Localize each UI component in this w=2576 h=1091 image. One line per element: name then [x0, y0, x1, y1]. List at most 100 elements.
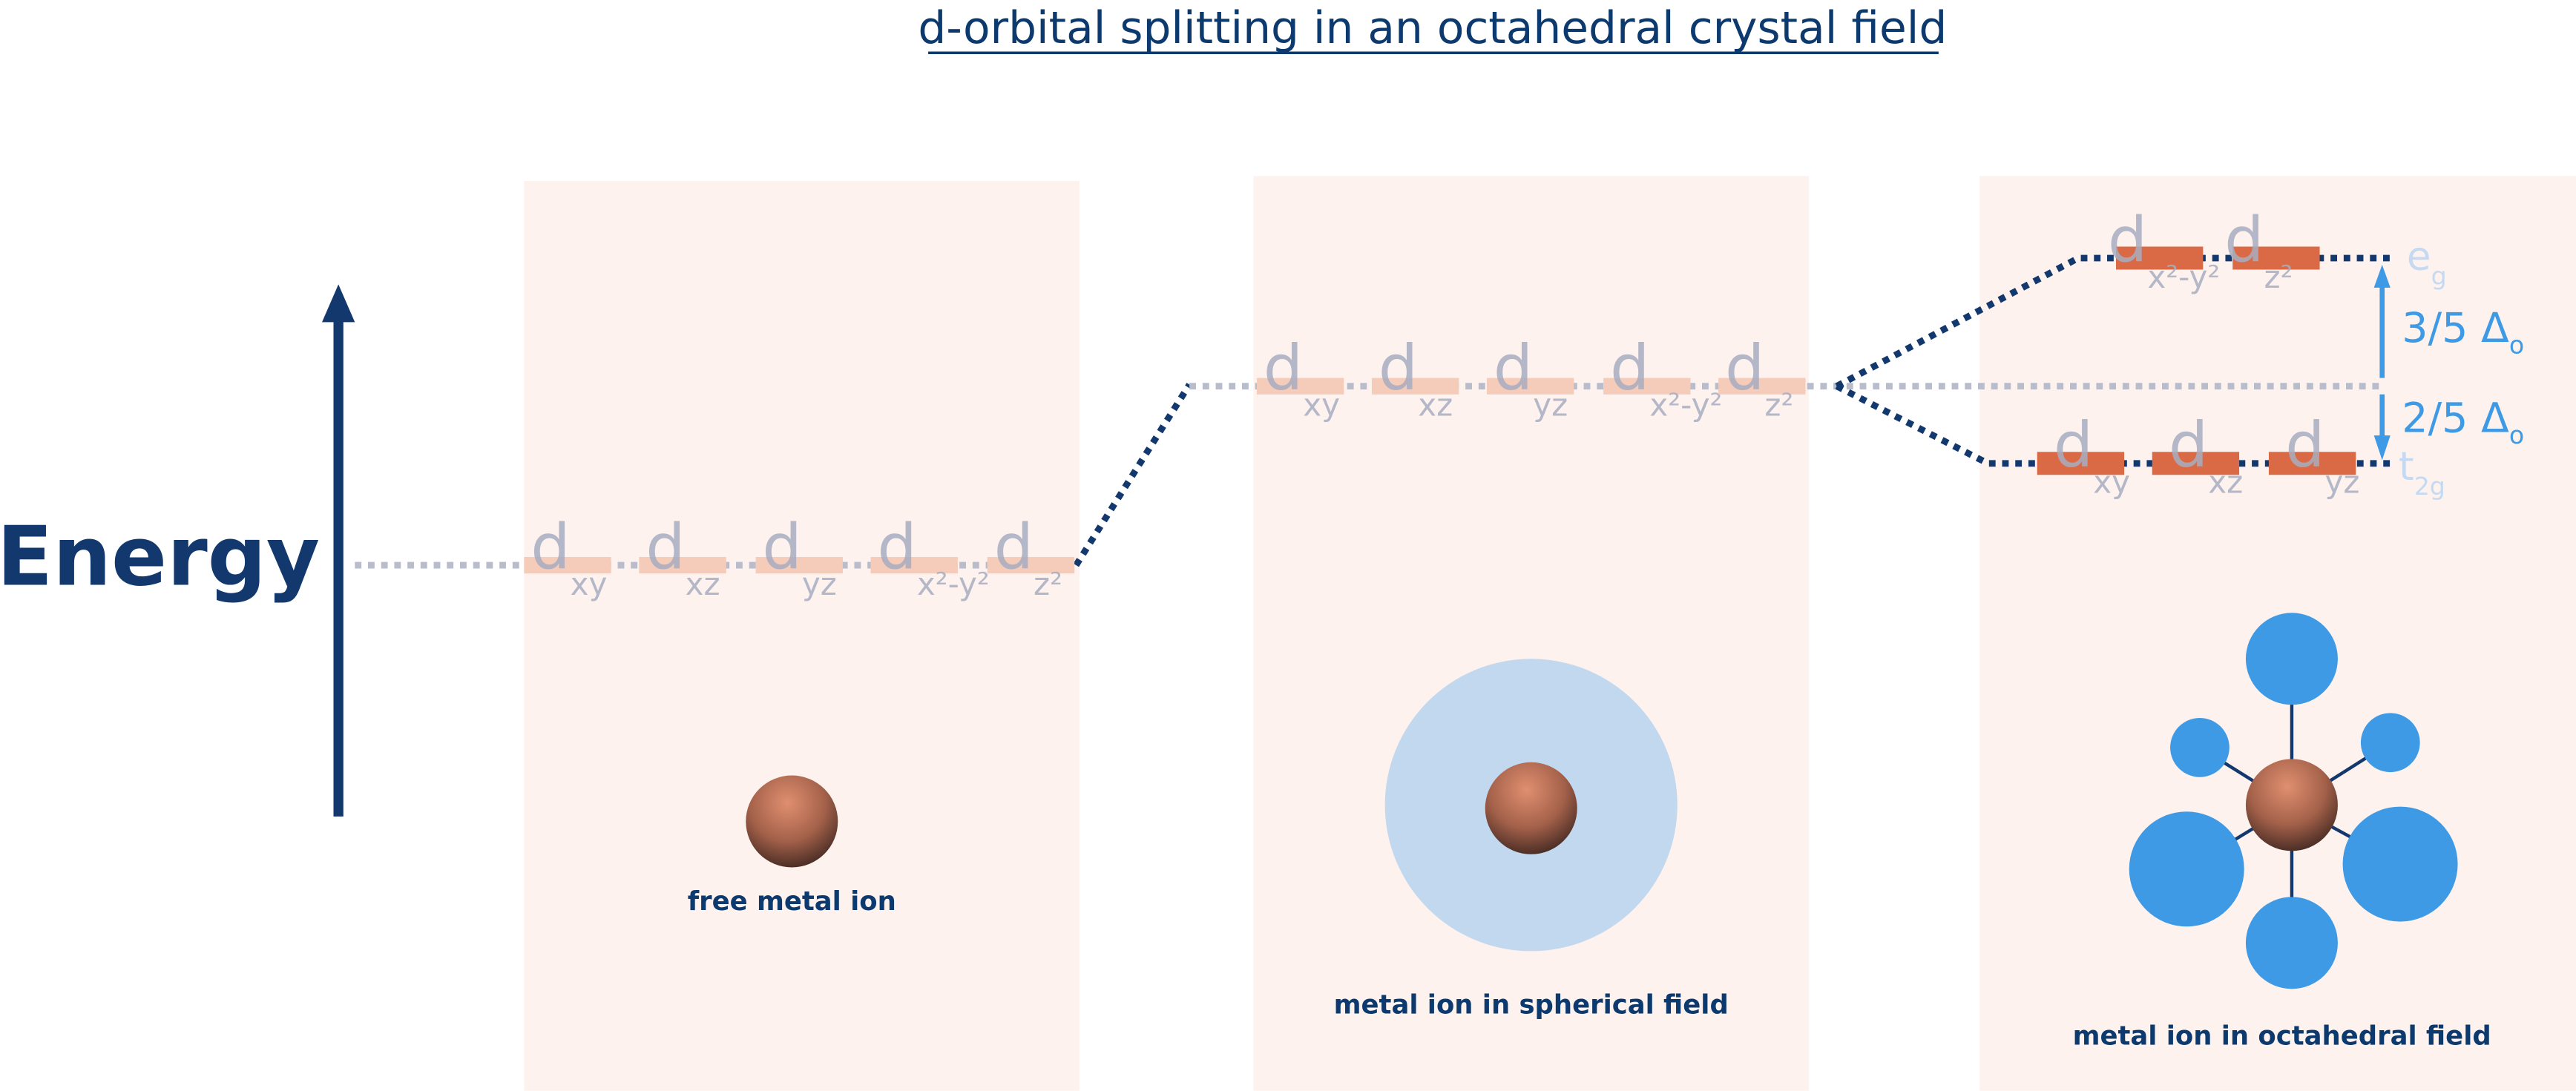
- diagram-title: d-orbital splitting in an octahedral cry…: [918, 3, 1947, 54]
- orbital-subscript: xy: [571, 566, 608, 602]
- eg-main: e: [2407, 234, 2431, 280]
- orbital-label: dx²-y²: [2108, 203, 2220, 294]
- orbital-subscript: z²: [2264, 259, 2293, 295]
- orbital-symbol: d: [2108, 203, 2147, 276]
- orbital: dxz: [639, 511, 726, 602]
- orbital-symbol: d: [877, 511, 916, 584]
- orbital-subscript: yz: [1533, 387, 1568, 423]
- orbital-subscript: x²-y²: [1649, 387, 1722, 423]
- orbital-symbol: d: [2224, 203, 2264, 276]
- orbital-subscript: xz: [686, 566, 720, 602]
- orbital: dxz: [2152, 409, 2243, 501]
- orbital: dx²-y²: [1603, 332, 1722, 423]
- orbital-bar: [870, 557, 958, 574]
- spherical-metal-ion: [1485, 762, 1577, 854]
- ligand-back-right: [2360, 713, 2420, 773]
- orbital-bar: [755, 557, 843, 574]
- upper-split-sub: o: [2509, 330, 2524, 359]
- orbital-subscript: yz: [802, 566, 837, 602]
- orbital-subscript: xz: [2208, 464, 2243, 501]
- energy-axis-label: Energy: [0, 510, 320, 605]
- panel-free-ion: [524, 180, 1080, 1091]
- raise-connector: [1073, 383, 1192, 567]
- lower-split-label: 2/5 Δo: [2402, 395, 2524, 450]
- orbital-symbol: d: [1725, 332, 1764, 404]
- orbital-bar: [1718, 378, 1806, 395]
- orbital: dxy: [524, 511, 611, 602]
- orbital-subscript: z²: [1034, 566, 1062, 602]
- orbital-bar: [2152, 452, 2240, 475]
- orbital-bar: [524, 557, 611, 574]
- orbital-subscript: z²: [1764, 387, 1793, 423]
- orbital-levels: dxydxzdyzdx²-y²dz²dxydxzdyzdx²-y²dz²dx²-…: [524, 203, 2359, 602]
- orbital-label: dz²: [994, 511, 1062, 602]
- caption-octahedral-field: metal ion in octahedral field: [2073, 1021, 2491, 1052]
- orbital-label: dxz: [1379, 332, 1453, 423]
- orbital-label: dx²-y²: [877, 511, 989, 602]
- ligand-front-right: [2342, 806, 2458, 922]
- upper-split-value: 3/5 Δ: [2402, 305, 2509, 352]
- orbital: dxz: [1371, 332, 1459, 423]
- orbital-bar: [2037, 452, 2125, 475]
- orbital-symbol: d: [1379, 332, 1418, 404]
- orbital-bar: [1486, 378, 1574, 395]
- orbital-symbol: d: [1610, 332, 1649, 404]
- t2g-label: t2g: [2399, 444, 2445, 501]
- orbital: dyz: [2268, 409, 2359, 501]
- orbital-symbol: d: [1494, 332, 1533, 404]
- orbital-label: dx²-y²: [1610, 332, 1722, 423]
- orbital-symbol: d: [2169, 409, 2208, 481]
- orbital-bar: [2268, 452, 2356, 475]
- panel-spherical-field: [1253, 176, 1809, 1091]
- orbital-label: dyz: [1494, 332, 1568, 423]
- caption-free-ion: free metal ion: [688, 886, 896, 917]
- orbital-bar: [1256, 378, 1344, 395]
- ligand-bottom: [2245, 897, 2338, 989]
- orbital: dz²: [1718, 332, 1806, 423]
- orbital-label: dxy: [1264, 332, 1340, 423]
- splitting-arrow: [2373, 264, 2391, 461]
- orbital-bar: [639, 557, 726, 574]
- orbital-symbol: d: [762, 511, 801, 584]
- orbital-subscript: xz: [1418, 387, 1453, 423]
- orbital-subscript: x²-y²: [2147, 259, 2220, 295]
- t2g-connector: [1835, 383, 2391, 467]
- caption-spherical-field: metal ion in spherical field: [1334, 990, 1729, 1021]
- orbital: dxy: [1256, 332, 1344, 423]
- orbital-symbol: d: [645, 511, 685, 584]
- orbital-bar: [987, 557, 1075, 574]
- ligand-top: [2245, 613, 2338, 705]
- orbital-symbol: d: [2054, 409, 2093, 481]
- eg-sub: g: [2431, 261, 2447, 290]
- orbital-bar: [1371, 378, 1459, 395]
- ligand-front-left: [2129, 811, 2244, 927]
- energy-arrow-head-icon: [322, 284, 355, 323]
- orbital: dx²-y²: [2108, 203, 2220, 294]
- orbital: dz²: [2224, 203, 2320, 295]
- orbital: dyz: [1486, 332, 1574, 423]
- arrow-down-icon: [2373, 435, 2391, 461]
- orbital-label: dz²: [2224, 203, 2293, 294]
- orbital-label: dxy: [530, 511, 607, 602]
- orbital: dxy: [2037, 409, 2130, 501]
- orbital-label: dz²: [1725, 332, 1793, 423]
- orbital-symbol: d: [2285, 409, 2324, 481]
- orbital-symbol: d: [530, 511, 570, 584]
- arrow-up-icon: [2373, 264, 2391, 288]
- free-metal-ion: [746, 775, 838, 868]
- orbital: dx²-y²: [870, 511, 990, 602]
- orbital-label: dxz: [645, 511, 720, 602]
- orbital-label: dxy: [2054, 409, 2130, 500]
- upper-split-label: 3/5 Δo: [2402, 305, 2524, 359]
- orbital-subscript: xy: [2093, 464, 2130, 501]
- orbital: dz²: [987, 511, 1075, 602]
- orbital-subscript: xy: [1303, 387, 1340, 423]
- orbital: dyz: [755, 511, 843, 602]
- orbital-subscript: yz: [2324, 464, 2359, 501]
- lower-split-value: 2/5 Δ: [2402, 395, 2509, 443]
- orbital-symbol: d: [1264, 332, 1303, 404]
- orbital-label: dyz: [2285, 409, 2359, 500]
- t2g-main: t: [2399, 444, 2414, 490]
- orbital-symbol: d: [994, 511, 1034, 584]
